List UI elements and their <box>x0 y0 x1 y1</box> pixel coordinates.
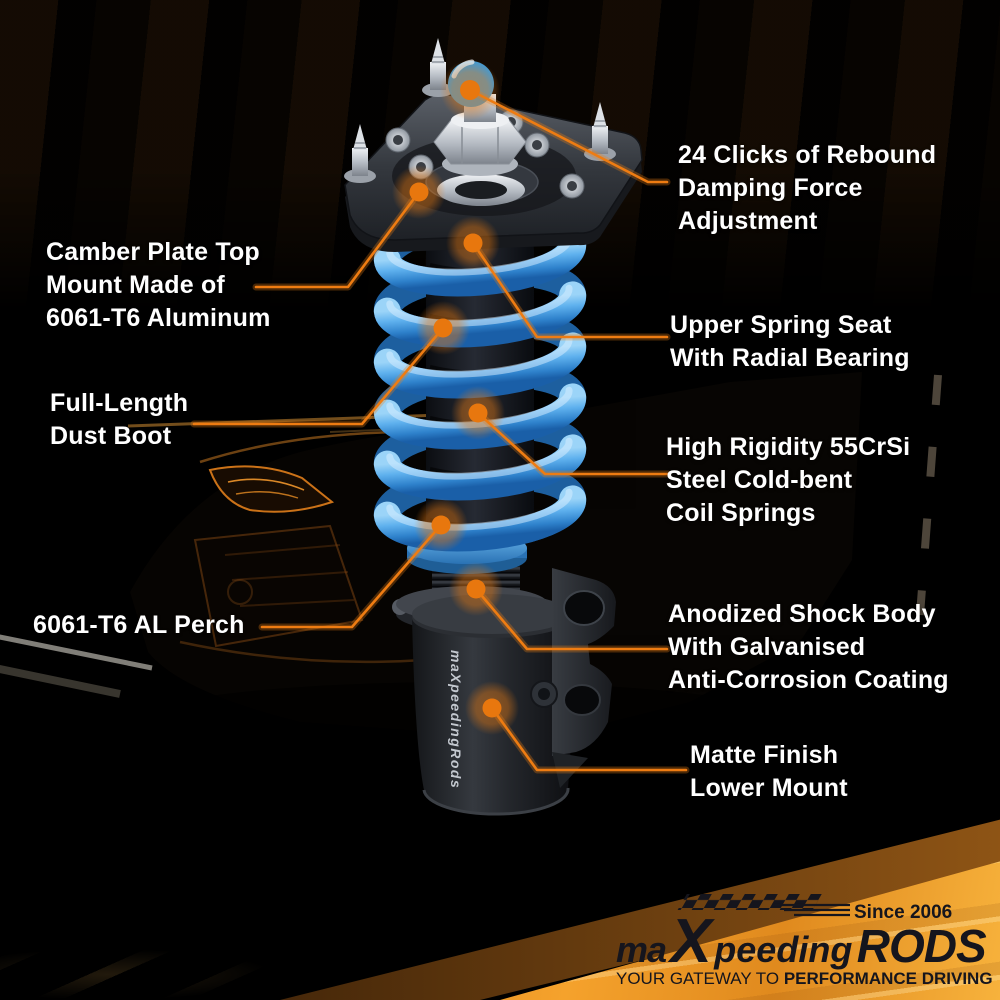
callout-dot-camber <box>392 165 446 219</box>
callout-dots <box>392 60 519 735</box>
brand-ma: ma <box>616 929 666 970</box>
tagline-regular: YOUR GATEWAY TO <box>616 969 784 988</box>
top-nut <box>433 111 527 165</box>
brand-wordmark: ma X peeding RODS <box>616 907 987 976</box>
callout-label-coil-springs: High Rigidity 55CrSi Steel Cold-bent Coi… <box>666 433 911 527</box>
since-label: Since 2006 <box>854 902 952 923</box>
callout-label-perch: 6061-T6 AL Perch <box>33 611 245 639</box>
brand-x: X <box>667 907 715 976</box>
tagline-bold: PERFORMANCE DRIVING <box>784 969 993 988</box>
callout-label-shock-body: Anodized Shock Body With Galvanised Anti… <box>668 600 949 694</box>
callout-label-lower-mount: Matte Finish Lower Mount <box>690 741 848 802</box>
shock-body-print: maXpeedingRods <box>448 650 464 789</box>
callout-label-upper-seat: Upper Spring Seat With Radial Bearing <box>670 311 910 372</box>
camber-plate <box>344 38 643 252</box>
callout-dot-lower-mount <box>465 681 519 735</box>
lane-markings <box>0 374 942 698</box>
callout-dot-springs <box>451 386 505 440</box>
callout-dot-shock-body <box>449 562 503 616</box>
callout-label-dust-boot: Full-Length Dust Boot <box>50 389 189 450</box>
brand-logo: Since 2006 ma X peeding RODS YOUR GATEWA… <box>616 894 993 988</box>
callout-dot-dust-boot <box>416 301 470 355</box>
brand-peeding: peeding <box>713 929 852 970</box>
callout-label-rebound: 24 Clicks of Rebound Damping Force Adjus… <box>678 141 937 235</box>
brand-tagline: YOUR GATEWAY TO PERFORMANCE DRIVING <box>616 969 993 988</box>
callout-label-camber-plate: Camber Plate Top Mount Made of 6061-T6 A… <box>46 238 271 332</box>
callout-dot-perch <box>414 498 468 552</box>
callout-dot-rebound <box>440 60 500 120</box>
brand-rods: RODS <box>857 920 987 972</box>
callout-dot-upper-seat <box>446 216 500 270</box>
speed-lines-icon <box>772 903 850 917</box>
